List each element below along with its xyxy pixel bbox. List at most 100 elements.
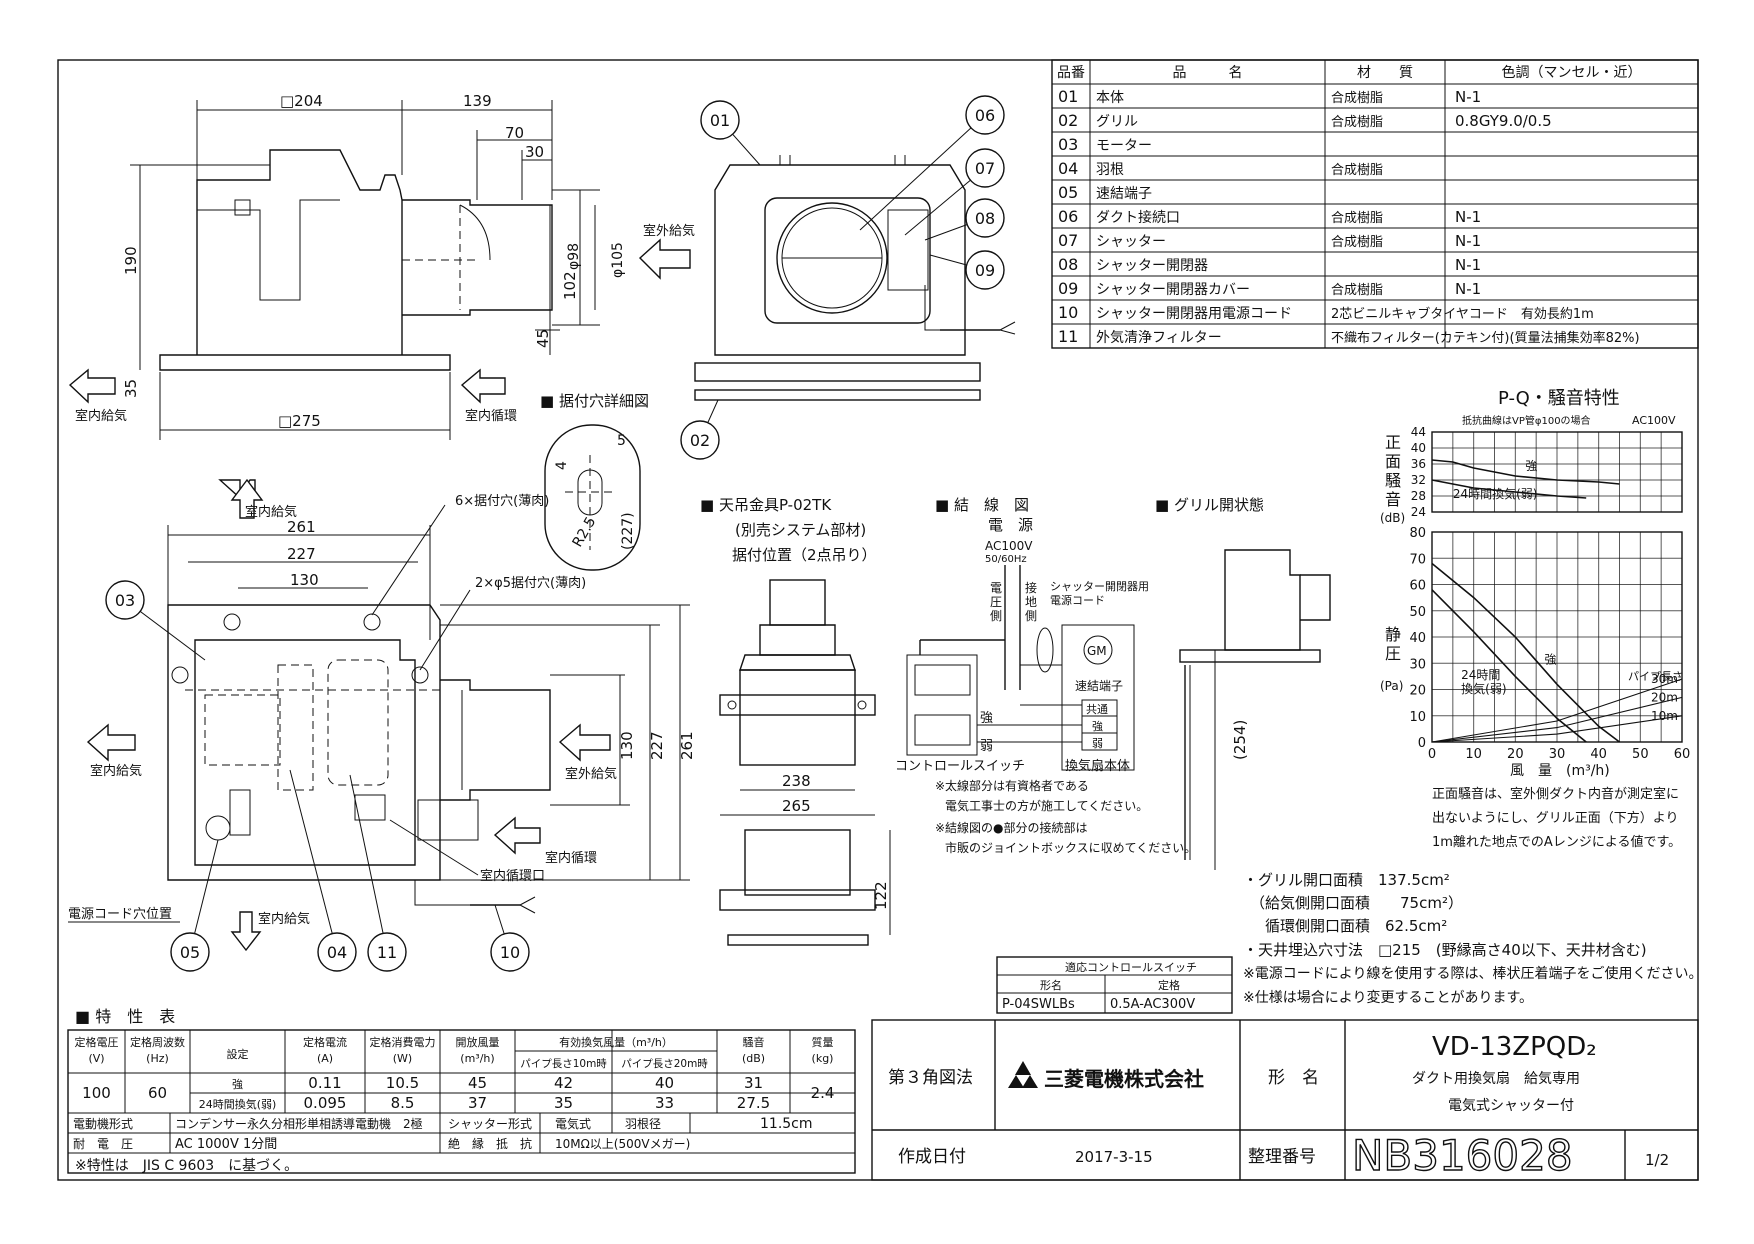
control-switch-model: P-04SWLBs (1002, 997, 1075, 1012)
resistance-curve-0 (1431, 678, 1683, 743)
noise-series-1 (1431, 479, 1587, 499)
chart-note: 抵抗曲線はVP管φ100の場合 (1462, 414, 1591, 427)
wiring-note4: 市販のジョイントボックスに収めてください。 (945, 840, 1196, 855)
noise-series-label-1: 24時間換気(弱) (1453, 486, 1538, 501)
mount-holes-2-label: 2×φ5据付穴(薄肉) (475, 576, 586, 591)
char-subheader-0: パイプ長さ10m時 (520, 1058, 607, 1070)
parts-name: 羽根 (1096, 162, 1124, 178)
callout-05: 05 (180, 943, 200, 962)
callout-02: 02 (690, 431, 710, 450)
parts-name: モーター (1096, 138, 1152, 154)
parts-no: 07 (1058, 231, 1078, 250)
parts-material: 不織布フィルター(カテキン付)(質量法捕集効率82%) (1331, 330, 1640, 346)
side-view: □204 139 70 30 φ98 φ105 190 102 45 35 □2… (68, 92, 695, 440)
dim-190: 190 (122, 246, 140, 275)
wiring-ground-side: 接地側 (1025, 580, 1037, 623)
dim-261-vertical: 261 (678, 731, 696, 760)
pq-noise-chart: P-Q・騒音特性 抵抗曲線はVP管φ100の場合 AC100V (dB) (Pa… (1380, 388, 1690, 779)
char-cell: 0.095 (304, 1094, 347, 1112)
control-switch-h2: 定格 (1158, 978, 1180, 992)
parts-material: 合成樹脂 (1331, 235, 1383, 250)
char-table-title: ■ 特 性 表 (75, 1007, 175, 1026)
char-header-8: 質量(kg) (812, 1035, 834, 1065)
indoor-circ-arrow (460, 368, 506, 404)
char-subheader-1: パイプ長さ20m時 (621, 1058, 708, 1070)
resistance-title: パイプ長さ (1628, 670, 1683, 683)
parts-name: シャッター開閉器 (1096, 258, 1208, 274)
parts-header-1: 品 名 (1173, 65, 1243, 81)
callout-01: 01 (710, 111, 730, 130)
char-shutter: 電気式 (555, 1116, 591, 1131)
char-withstand-label: 耐 電 圧 (73, 1137, 133, 1151)
date-label: 作成日付 (898, 1147, 966, 1167)
pq-ytick: 60 (1409, 579, 1426, 594)
parts-material: 合成樹脂 (1331, 211, 1383, 226)
pq-xtick: 0 (1428, 747, 1436, 762)
chart-title: P-Q・騒音特性 (1498, 388, 1620, 409)
hanger-sub1: (別売システム部材) (735, 521, 866, 539)
indoor-circ-port-label: 室内循環口 (480, 868, 545, 884)
dim-70: 70 (505, 124, 524, 142)
callout-06: 06 (975, 106, 995, 125)
control-switch-h1: 形名 (1040, 978, 1062, 992)
dim-227: 227 (287, 545, 316, 563)
hanger-dim-265: 265 (782, 797, 811, 815)
char-cell: 45 (468, 1074, 487, 1092)
pq-xlabel: 風 量 (m³/h) (1510, 763, 1610, 779)
wiring-fan-body: 換気扇本体 (1065, 758, 1130, 774)
char-header-4: 定格消費電力(W) (370, 1035, 436, 1065)
pq-ytick: 70 (1409, 552, 1426, 567)
mount-holes-6-label: 6×据付穴(薄肉) (455, 494, 549, 509)
pq-ytick: 80 (1409, 526, 1426, 541)
char-cell: 10.5 (386, 1074, 419, 1092)
pq-xtick: 10 (1465, 747, 1482, 762)
char-header-3: 定格電流(A) (303, 1035, 347, 1065)
dim-30: 30 (525, 143, 544, 161)
parts-color: 0.8GY9.0/0.5 (1455, 112, 1552, 130)
pq-ytick: 20 (1409, 684, 1426, 699)
model-desc-1: ダクト用換気扇 給気専用 (1412, 1071, 1580, 1087)
hanger-sub2: 据付位置（2点吊り） (732, 546, 877, 564)
control-switch-title: 適応コントロールスイッチ (1065, 960, 1197, 974)
char-mass: 2.4 (811, 1084, 835, 1102)
grille-open-title: ■ グリル開状態 (1155, 496, 1264, 514)
dim-130: 130 (290, 571, 319, 589)
pq-xtick: 30 (1549, 747, 1566, 762)
wiring-strong-l: 強 (980, 711, 993, 726)
parts-color: N-1 (1455, 280, 1481, 298)
model-number: VD-13ZPQD₂ (1432, 1032, 1597, 1062)
parts-color: N-1 (1455, 208, 1481, 226)
callout-10: 10 (500, 943, 520, 962)
spec-notes: ・グリル開口面積 137.5cm² （給気側開口面積 75cm²） 循環側開口面… (1243, 871, 1702, 1006)
char-header-7: 騒音(dB) (742, 1035, 765, 1065)
parts-no: 11 (1058, 327, 1078, 346)
outdoor-supply-arrow (638, 238, 691, 280)
char-cell: 27.5 (737, 1094, 770, 1112)
pq-ylabel: 静圧 (1385, 625, 1401, 663)
parts-material: 合成樹脂 (1331, 283, 1383, 298)
indoor-supply-top-label: 室内給気 (245, 504, 297, 520)
date-value: 2017-3-15 (1075, 1148, 1153, 1166)
char-blade-label: 羽根径 (625, 1117, 661, 1131)
dim-227-vertical: 227 (648, 731, 666, 760)
parts-no: 05 (1058, 183, 1078, 202)
parts-header-3: 色調（マンセル・近） (1502, 64, 1642, 81)
spec-note-4: ・天井埋込穴寸法 □215 (野縁高さ40以下、天井材含む) (1243, 941, 1647, 959)
indoor-supply-label: 室内給気 (75, 408, 127, 424)
parts-name: シャッター (1096, 234, 1166, 250)
noise-note-1: 正面騒音は、室外側ダクト内音が測定室に (1432, 786, 1679, 802)
noise-ytick: 44 (1411, 425, 1426, 439)
char-shutter-label: シャッター形式 (448, 1117, 532, 1131)
hole-dim-r25: R2.5 (570, 514, 600, 550)
outdoor-supply-plan-label: 室外給気 (565, 766, 617, 782)
noise-ytick: 40 (1411, 441, 1426, 455)
char-blade: 11.5cm (760, 1116, 813, 1132)
wiring-common: 共通 (1086, 703, 1108, 716)
parts-material: 合成樹脂 (1331, 115, 1383, 130)
dim-102: 102 (561, 271, 579, 300)
dim-139: 139 (463, 92, 492, 110)
chart-power: AC100V (1632, 414, 1676, 427)
char-cell: 0.11 (308, 1074, 341, 1092)
noise-note-2: 出ないようにし、グリル正面（下方）より (1432, 810, 1678, 826)
